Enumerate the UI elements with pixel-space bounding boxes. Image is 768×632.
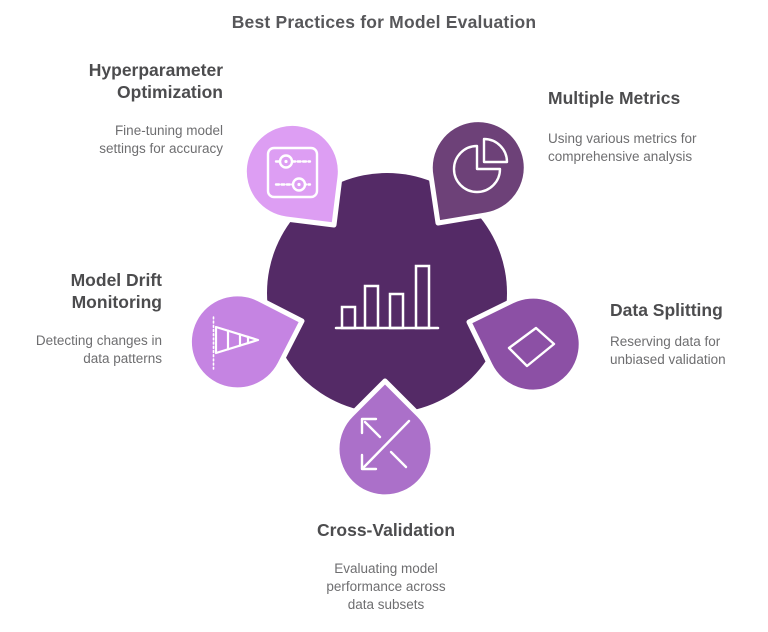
node-description: Reserving data for unbiased validation: [610, 333, 726, 367]
node-bubble-multiple-metrics: [427, 117, 529, 226]
node-description: Detecting changes in data patterns: [35, 332, 162, 366]
node-text-model-drift-monitoring: Model Drift Monitoring Detecting changes…: [8, 270, 162, 367]
node-description: Evaluating model performance across data…: [326, 560, 446, 612]
bar-chart-icon: [334, 264, 440, 330]
node-text-cross-validation: Cross-Validation Evaluating model perfor…: [286, 520, 486, 613]
node-text-hyperparameter-optimization: Hyperparameter Optimization Fine-tuning …: [48, 60, 223, 157]
windsock-icon: [212, 316, 260, 370]
node-text-data-splitting: Data Splitting Reserving data for unbias…: [610, 300, 760, 369]
sliders-icon: [266, 146, 319, 199]
node-bubble-hyperparameter-optimization: [241, 120, 343, 228]
node-title: Model Drift Monitoring: [70, 270, 162, 312]
node-bubble-model-drift-monitoring: [186, 291, 305, 393]
node-bubble-data-splitting: [466, 293, 584, 395]
node-text-multiple-metrics: Multiple Metrics Using various metrics f…: [548, 88, 738, 166]
pie-chart-icon: [452, 137, 509, 194]
node-description: Using various metrics for comprehensive …: [548, 130, 697, 164]
center-circle: [267, 173, 507, 413]
node-description: Fine-tuning model settings for accuracy: [99, 122, 223, 156]
node-title: Data Splitting: [610, 300, 723, 320]
node-title: Hyperparameter Optimization: [88, 60, 223, 102]
shuffle-arrows-icon: [360, 417, 411, 471]
node-title: Cross-Validation: [316, 520, 456, 540]
diamond-icon: [507, 326, 556, 368]
page-title: Best Practices for Model Evaluation: [231, 12, 537, 32]
node-title: Multiple Metrics: [548, 88, 681, 108]
